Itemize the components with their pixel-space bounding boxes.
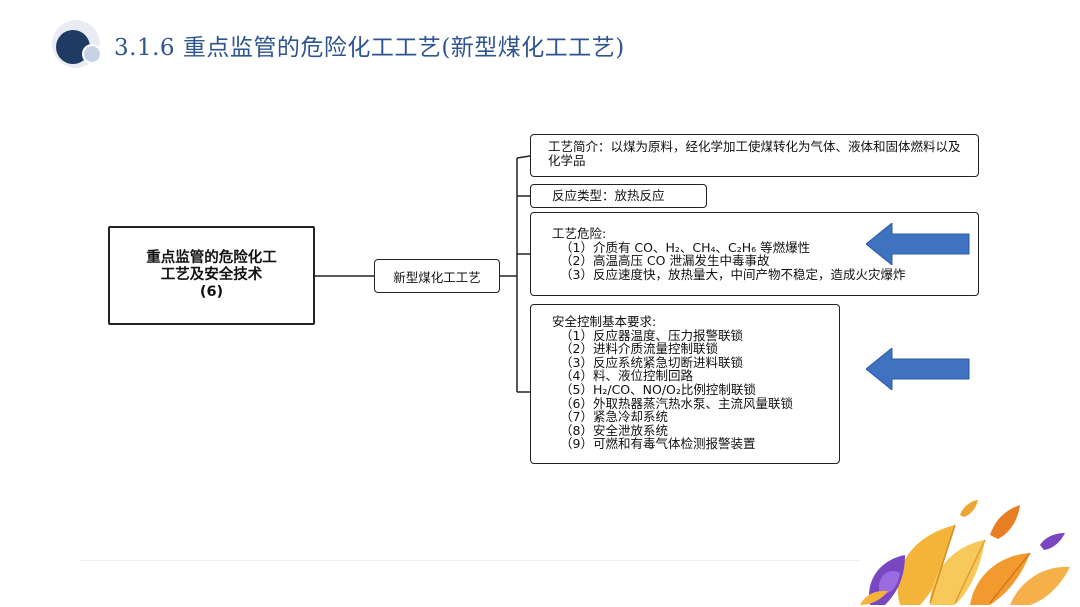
- safety-item: （4）料、液位控制回路: [552, 369, 829, 383]
- safety-item: （9）可燃和有毒气体检测报警装置: [552, 437, 829, 451]
- reaction-type-text: 反应类型：放热反应: [552, 189, 696, 203]
- safety-heading: 安全控制基本要求:: [552, 315, 829, 329]
- root-line-3: (6): [146, 284, 277, 301]
- branch-label: 新型煤化工工艺: [393, 267, 481, 286]
- process-intro-node: 工艺简介：以煤为原料，经化学加工使煤转化为气体、液体和固体燃料以及化学品: [530, 134, 979, 177]
- safety-item: （8）安全泄放系统: [552, 424, 829, 438]
- root-line-2: 工艺及安全技术: [146, 267, 277, 284]
- mindmap-branch-node: 新型煤化工工艺: [374, 259, 500, 293]
- left-arrow-icon: [866, 348, 970, 390]
- safety-item: （1）反应器温度、压力报警联锁: [552, 329, 829, 343]
- safety-item: （2）进料介质流量控制联锁: [552, 342, 829, 356]
- process-intro-text: 工艺简介：以煤为原料，经化学加工使煤转化为气体、液体和固体燃料以及化学品: [548, 140, 968, 167]
- safety-item: （3）反应系统紧急切断进料联锁: [552, 356, 829, 370]
- hazard-item: （3）反应速度快，放热量大，中间产物不稳定，造成火灾爆炸: [552, 268, 968, 282]
- safety-control-node: 安全控制基本要求: （1）反应器温度、压力报警联锁 （2）进料介质流量控制联锁 …: [530, 304, 840, 464]
- mindmap-root-node: 重点监管的危险化工 工艺及安全技术 (6): [108, 226, 315, 325]
- footer-divider: [80, 560, 860, 561]
- safety-item: （6）外取热器蒸汽热水泵、主流风量联锁: [552, 397, 829, 411]
- leaf-decoration-icon: [860, 495, 1075, 605]
- left-arrow-icon: [866, 223, 970, 265]
- safety-item: （5）H₂/CO、NO/O₂比例控制联锁: [552, 383, 829, 397]
- root-line-1: 重点监管的危险化工: [146, 250, 277, 267]
- safety-item: （7）紧急冷却系统: [552, 410, 829, 424]
- reaction-type-node: 反应类型：放热反应: [530, 184, 707, 208]
